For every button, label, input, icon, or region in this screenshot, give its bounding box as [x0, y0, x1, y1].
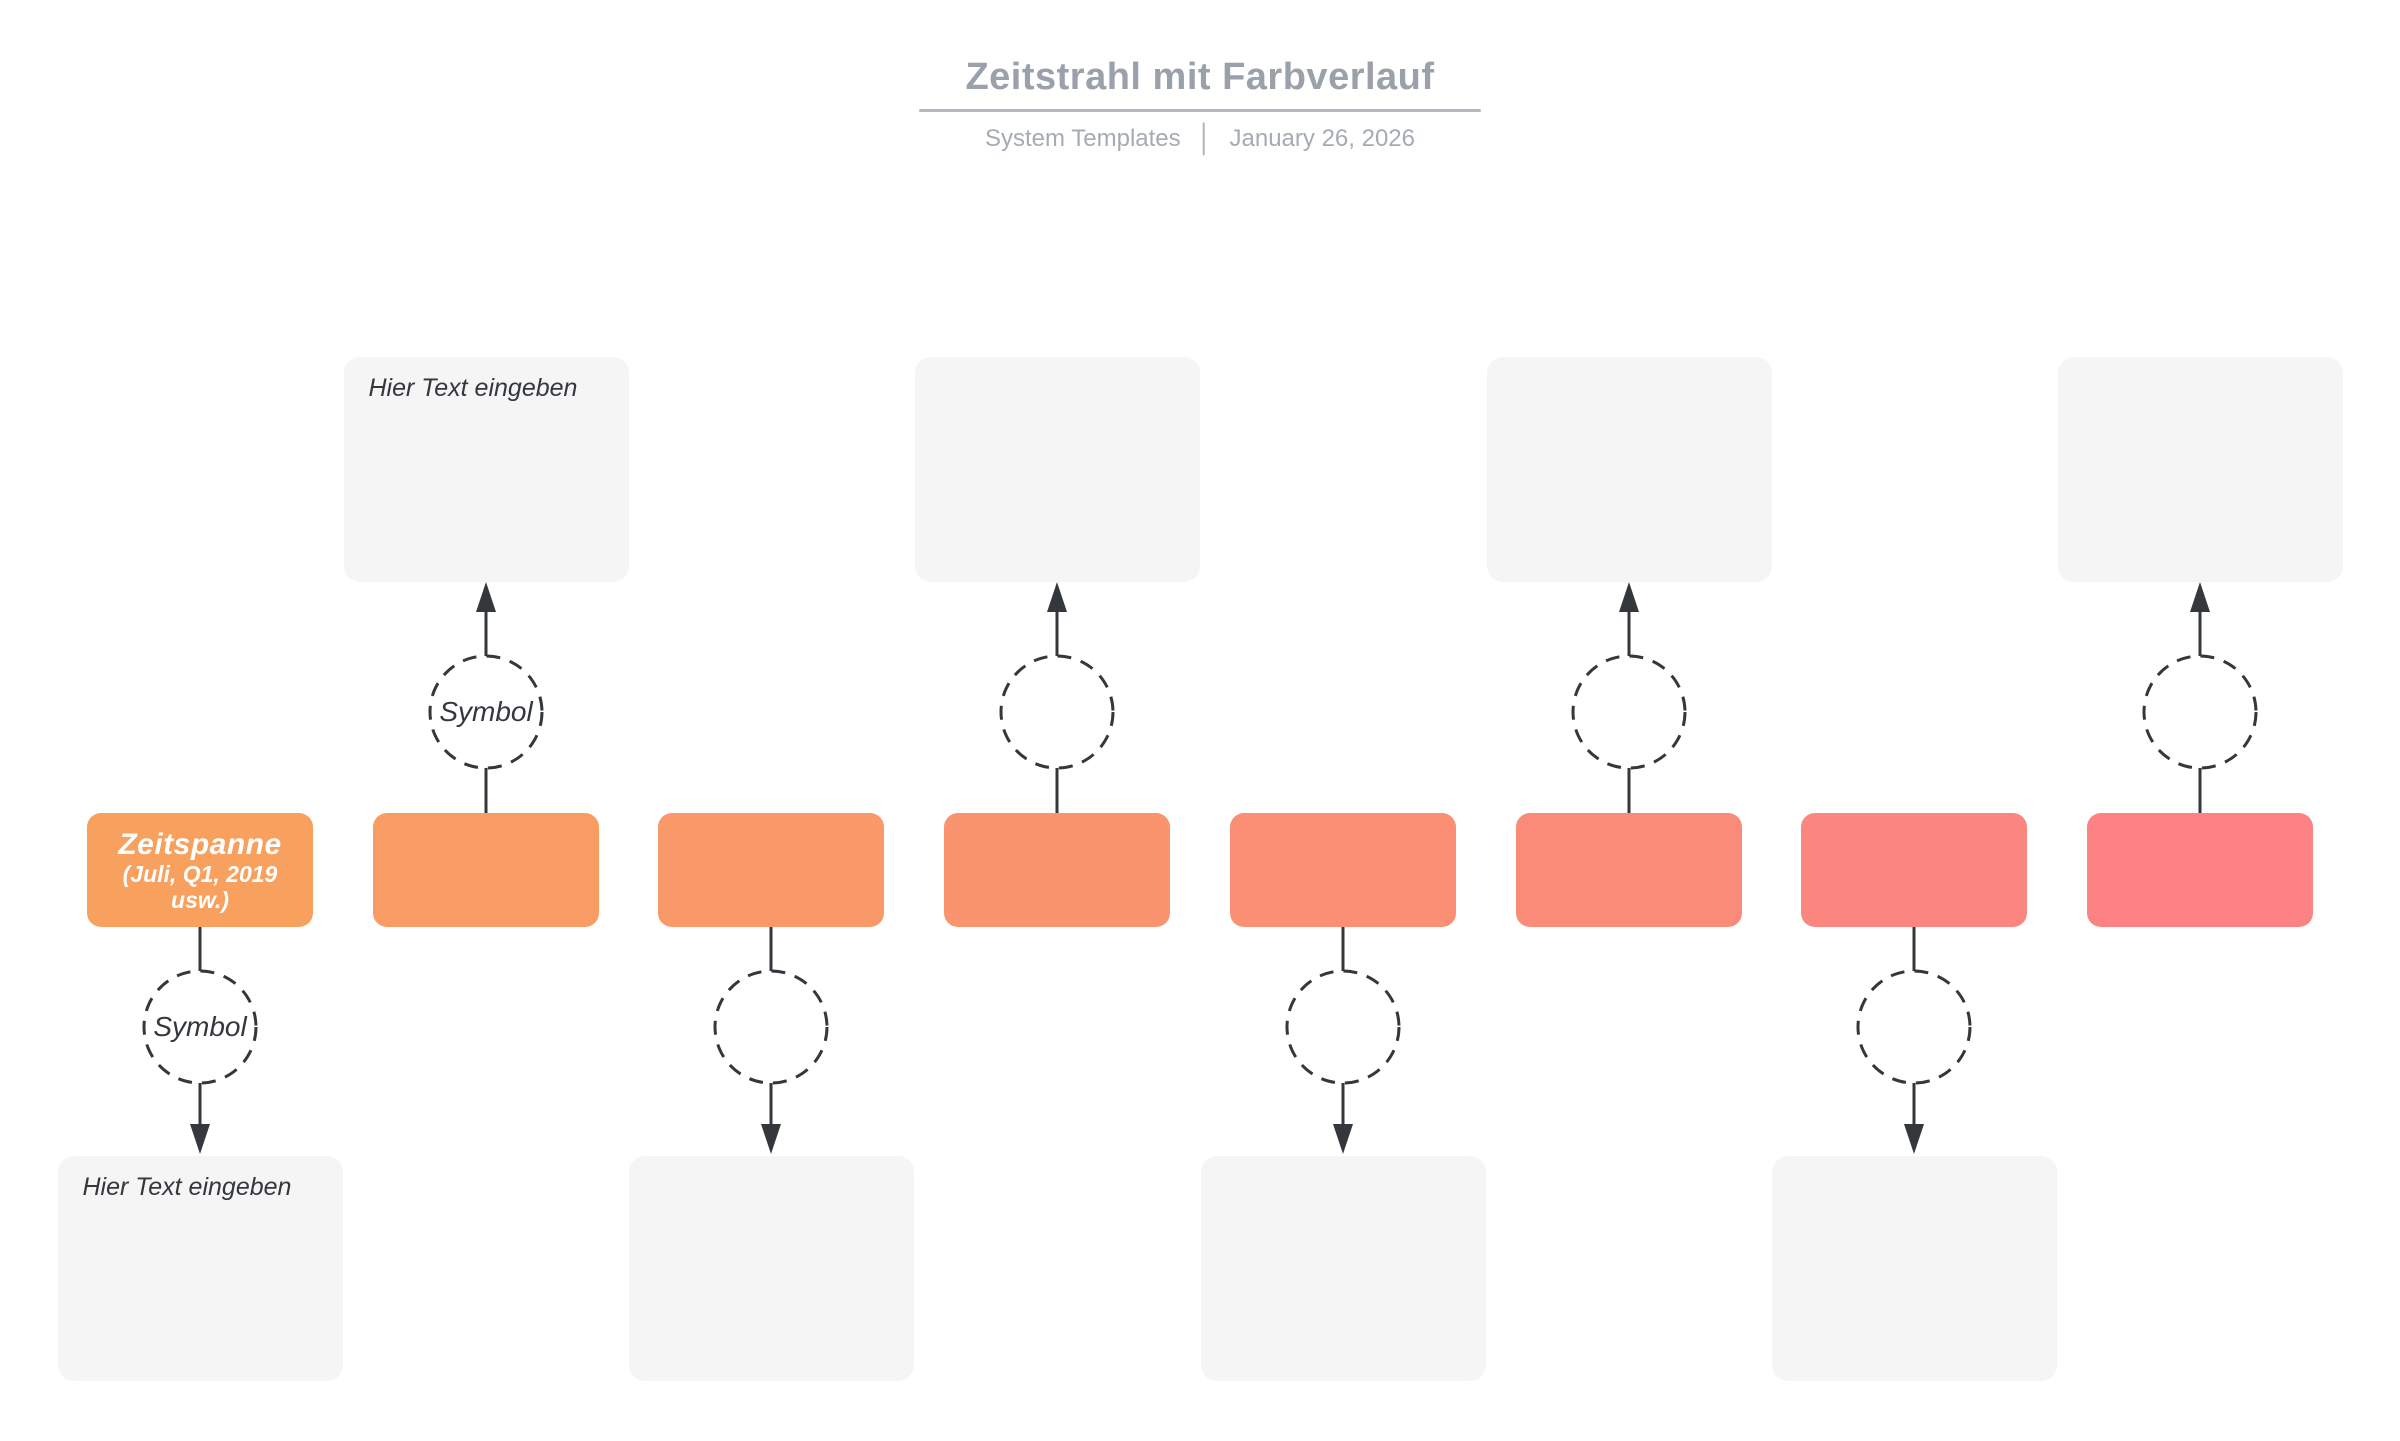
timeline-period[interactable] [944, 813, 1170, 927]
timeline-period[interactable] [658, 813, 884, 927]
symbol-placeholder-circle[interactable] [1571, 654, 1687, 770]
arrowhead-down-icon [1333, 1124, 1353, 1154]
note-box[interactable] [1486, 357, 1772, 582]
symbol-placeholder-circle[interactable] [142, 969, 258, 1085]
arrowhead-up-icon [2190, 582, 2210, 612]
note-box[interactable] [1200, 1156, 1486, 1381]
symbol-placeholder-circle[interactable] [1856, 969, 1972, 1085]
meta-author: System Templates [985, 124, 1181, 152]
note-placeholder-text: Hier Text eingeben [82, 1173, 292, 1201]
note-box[interactable]: Hier Text eingeben [343, 357, 629, 582]
symbol-placeholder-circle[interactable] [999, 654, 1115, 770]
symbol-placeholder-circle[interactable] [428, 654, 544, 770]
arrowhead-up-icon [1047, 582, 1067, 612]
meta-date: January 26, 2026 [1229, 124, 1415, 152]
period-label: Zeitspanne [118, 827, 282, 861]
note-box[interactable] [2057, 357, 2343, 582]
title-divider [919, 109, 1481, 112]
symbol-placeholder-circle[interactable] [713, 969, 829, 1085]
arrowhead-down-icon [1904, 1124, 1924, 1154]
note-box[interactable] [1771, 1156, 2057, 1381]
note-placeholder-text: Hier Text eingeben [368, 374, 578, 402]
arrowhead-down-icon [190, 1124, 210, 1154]
symbol-placeholder-circle[interactable] [2142, 654, 2258, 770]
timeline-period[interactable] [373, 813, 599, 927]
timeline-period[interactable] [1516, 813, 1742, 927]
timeline-period[interactable] [2087, 813, 2313, 927]
arrowhead-down-icon [761, 1124, 781, 1154]
note-box[interactable]: Hier Text eingeben [57, 1156, 343, 1381]
page-title: Zeitstrahl mit Farbverlauf [965, 56, 1435, 98]
timeline-period[interactable] [1801, 813, 2027, 927]
arrowhead-up-icon [476, 582, 496, 612]
arrowhead-up-icon [1619, 582, 1639, 612]
timeline-period[interactable]: Zeitspanne(Juli, Q1, 2019 usw.) [87, 813, 313, 927]
meta-separator: │ [1196, 123, 1214, 153]
timeline-period[interactable] [1230, 813, 1456, 927]
note-box[interactable] [628, 1156, 914, 1381]
note-box[interactable] [914, 357, 1200, 582]
symbol-label: Symbol [439, 696, 533, 727]
period-sublabel: (Juli, Q1, 2019 usw.) [122, 860, 278, 913]
header: Zeitstrahl mit Farbverlauf System Templa… [919, 54, 1481, 154]
symbol-label: Symbol [153, 1011, 247, 1042]
symbol-placeholder-circle[interactable] [1285, 969, 1401, 1085]
header-meta: System Templates │ January 26, 2026 [919, 123, 1481, 154]
